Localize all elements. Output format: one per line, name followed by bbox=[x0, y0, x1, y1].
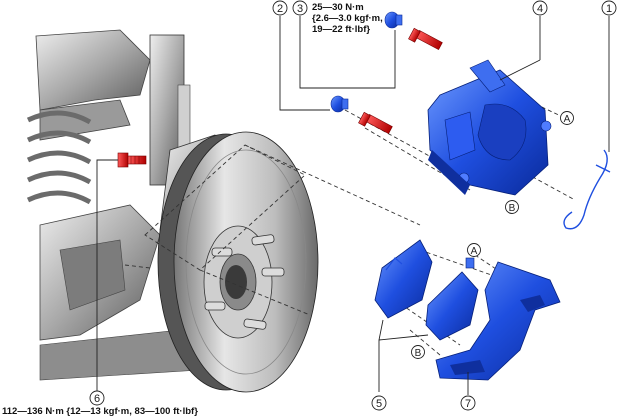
brake-caliper bbox=[427, 59, 552, 196]
svg-text:25—30 N·m: 25—30 N·m bbox=[312, 2, 364, 13]
svg-text:7: 7 bbox=[465, 398, 471, 410]
guide-pin-bolt-upper bbox=[408, 27, 443, 51]
callout-7: 7 bbox=[460, 395, 476, 411]
brake-pad-inner bbox=[425, 257, 479, 341]
caliper-bracket bbox=[435, 261, 561, 381]
dust-cap-lower bbox=[330, 95, 349, 113]
callout-4: 4 bbox=[532, 0, 548, 16]
coil-spring bbox=[26, 110, 92, 205]
svg-text:19—22 ft·lbf}: 19—22 ft·lbf} bbox=[312, 24, 370, 35]
svg-text:4: 4 bbox=[537, 3, 543, 15]
svg-text:B: B bbox=[509, 203, 516, 214]
torque-spec-guide-pin: 25—30 N·m {2.6—3.0 kgf·m, 19—22 ft·lbf} bbox=[312, 2, 383, 35]
ref-a-bracket: A bbox=[467, 243, 481, 257]
svg-text:A: A bbox=[564, 114, 571, 125]
brake-pad-outer bbox=[374, 239, 433, 319]
callout-2: 2 bbox=[272, 0, 288, 16]
torque-spec-bracket-bolt: 112—136 N·m {12—13 kgf·m, 83—100 ft·lbf} bbox=[2, 406, 198, 417]
svg-text:6: 6 bbox=[94, 393, 100, 405]
ref-b-caliper: B bbox=[505, 200, 519, 214]
svg-text:5: 5 bbox=[376, 398, 382, 410]
pad-wear-spring bbox=[563, 149, 611, 230]
svg-text:{2.6—3.0 kgf·m,: {2.6—3.0 kgf·m, bbox=[312, 13, 383, 24]
guide-pin-bolt-lower bbox=[358, 111, 393, 135]
callout-1: 1 bbox=[601, 0, 617, 16]
caliper-bracket-bolt bbox=[117, 152, 147, 168]
svg-text:A: A bbox=[471, 246, 478, 257]
dust-cap-upper bbox=[384, 11, 403, 29]
svg-text:2: 2 bbox=[277, 3, 283, 15]
callout-5: 5 bbox=[371, 395, 387, 411]
callout-3: 3 bbox=[292, 0, 308, 16]
brake-disc bbox=[157, 131, 319, 393]
wheel-studs bbox=[204, 234, 285, 330]
callout-leaders bbox=[96, 16, 610, 395]
ref-b-bracket: B bbox=[411, 345, 425, 359]
upper-frame bbox=[35, 29, 151, 111]
callout-6: 6 bbox=[89, 390, 105, 406]
svg-text:B: B bbox=[415, 348, 422, 359]
svg-text:3: 3 bbox=[297, 3, 303, 15]
ref-a-caliper: A bbox=[560, 111, 574, 125]
svg-text:1: 1 bbox=[606, 3, 612, 15]
